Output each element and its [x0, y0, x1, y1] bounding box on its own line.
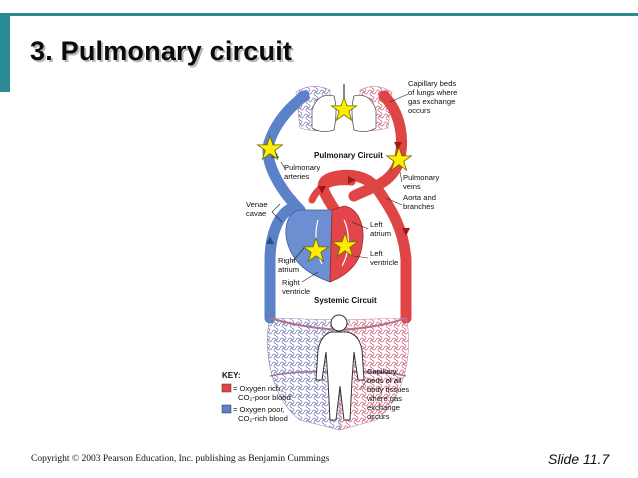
venae-cavae-label: Venae cavae	[246, 200, 270, 218]
slide-title: 3. Pulmonary circuit	[30, 36, 293, 66]
star-icon	[256, 134, 284, 161]
oxygen-rich-swatch	[221, 383, 232, 393]
capillary-body-label: Capillary beds of all body tissues where…	[366, 367, 411, 421]
leader-lines	[271, 93, 409, 391]
star-icon	[385, 145, 413, 172]
left-atrium-label: Left atrium	[370, 220, 391, 238]
highlight-stars	[256, 95, 413, 263]
human-figure	[315, 314, 365, 421]
right-atrium-label: Right atrium	[278, 256, 299, 274]
slide-number: Slide 11.7	[548, 451, 610, 467]
pulmonary-circuit-label: Pulmonary Circuit	[314, 151, 383, 160]
oxygen-poor-legend: = Oxygen poor, CO₂-rich blood	[233, 405, 288, 423]
aorta-label: Aorta and branches	[403, 193, 438, 211]
left-ventricle-label: Left ventricle	[370, 249, 398, 267]
capillary-lungs-label: Capillary beds of lungs where gas exchan…	[408, 79, 460, 115]
star-icon	[331, 231, 359, 258]
right-ventricle-label: Right ventricle	[282, 278, 310, 296]
legend: KEY: = Oxygen rich, CO₂-poor blood = Oxy…	[221, 371, 291, 423]
legend-title: KEY:	[222, 371, 241, 380]
systemic-circuit-label: Systemic Circuit	[314, 296, 377, 305]
oxygen-rich-legend: = Oxygen rich, CO₂-poor blood	[233, 384, 291, 402]
star-icon	[330, 95, 358, 122]
star-icon	[302, 236, 330, 263]
oxygen-poor-swatch	[221, 404, 232, 414]
venae-cavae-vessel	[264, 202, 298, 324]
pulmonary-veins-label: Pulmonary veins	[403, 173, 441, 191]
header-rule	[0, 13, 638, 16]
pulmonary-arteries-label: Pulmonary arteries	[284, 163, 322, 181]
copyright-notice: Copyright © 2003 Pearson Education, Inc.…	[31, 454, 330, 464]
accent-bar	[0, 16, 10, 92]
